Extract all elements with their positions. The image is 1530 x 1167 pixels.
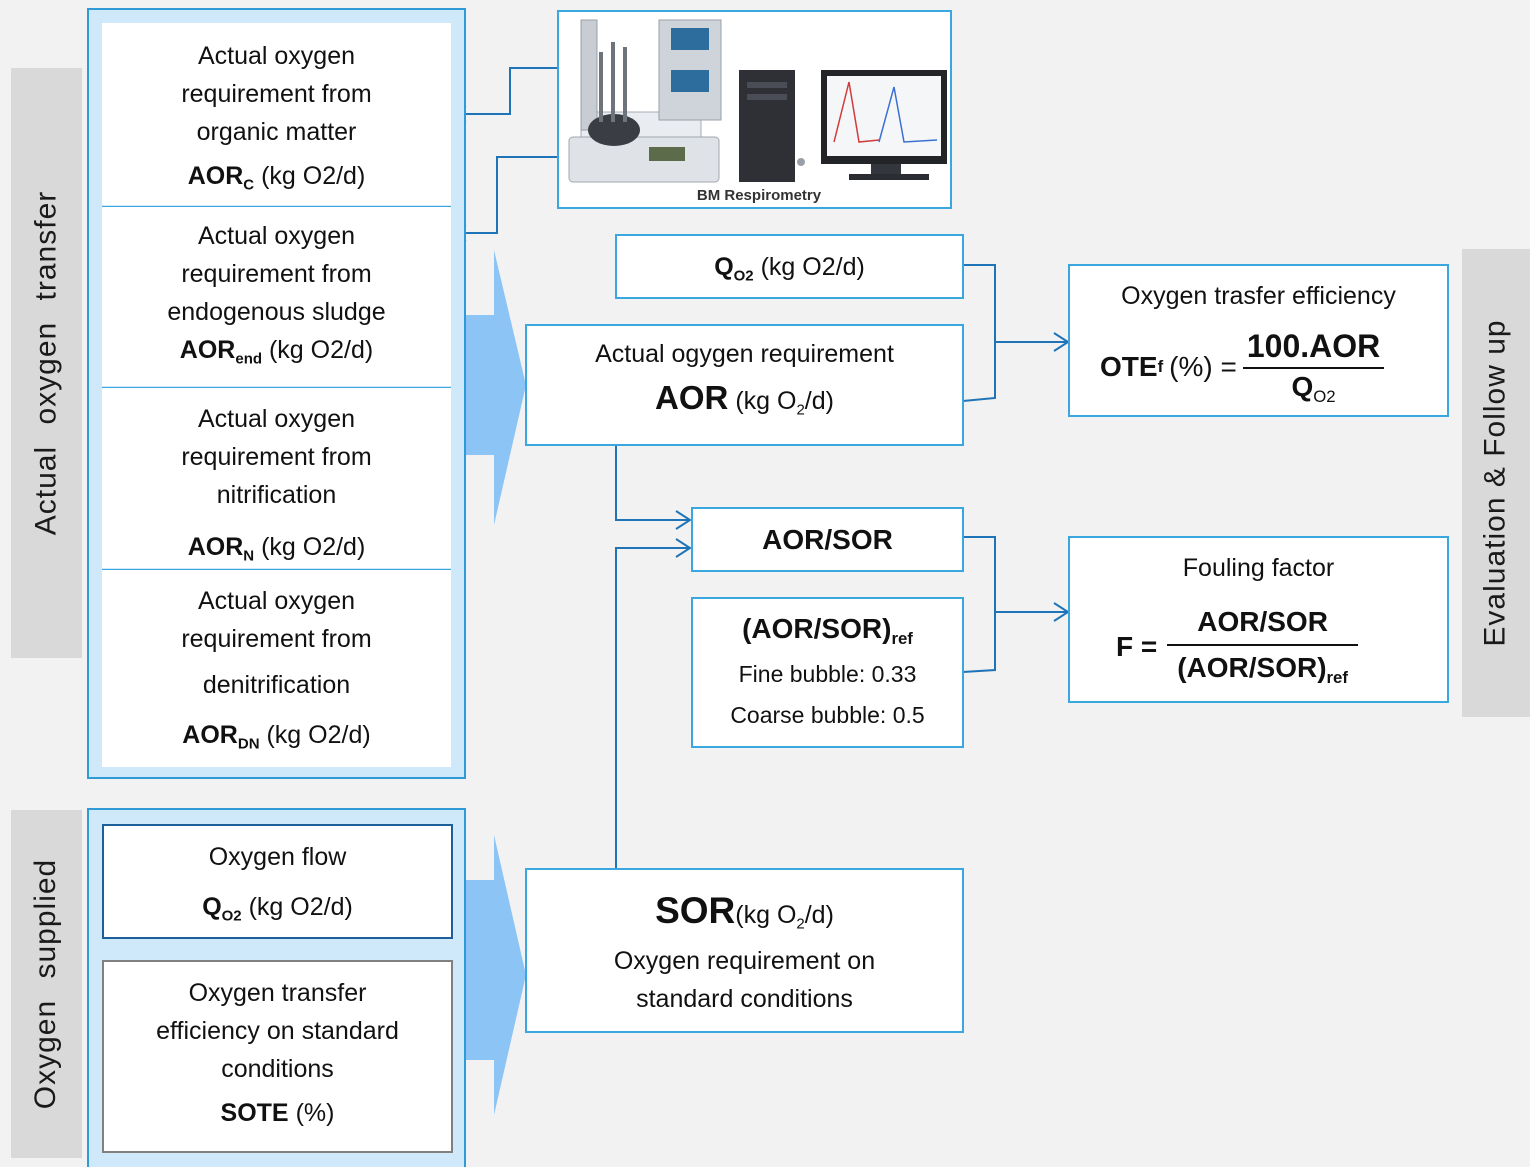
qo2-box: QO2 (kg O2/d) bbox=[615, 234, 964, 299]
connector-sor-ratio bbox=[615, 547, 690, 868]
aor-box: Actual ogygen requirement AOR (kg O2/d) bbox=[525, 324, 964, 446]
ratio-box: AOR/SOR bbox=[691, 507, 964, 572]
aor-box-title: Actual ogygen requirement bbox=[595, 340, 894, 368]
connector-resp-aorc bbox=[452, 67, 557, 115]
connector-resp-aorend bbox=[452, 156, 557, 234]
arrowhead-ratio-top bbox=[675, 510, 692, 530]
aor-n-cell: Actual oxygen requirement from nitrifica… bbox=[102, 387, 451, 568]
side-label-oxygen-supplied: Oxygen supplied bbox=[11, 810, 82, 1158]
sor-box: SOR(kg O2/d) Oxygen requirement on stand… bbox=[525, 868, 964, 1033]
sor-symbol: SOR(kg O2/d) bbox=[655, 890, 834, 933]
ref-ratio-box: (AOR/SOR)ref Fine bubble: 0.33 Coarse bu… bbox=[691, 597, 964, 748]
aor-end-symbol: AORend (kg O2/d) bbox=[179, 336, 374, 368]
connector-ratio-bracket bbox=[962, 536, 996, 673]
fine-bubble-value: Fine bubble: 0.33 bbox=[738, 660, 917, 687]
big-arrow-sor bbox=[466, 835, 526, 1115]
ote-title: Oxygen trasfer efficiency bbox=[1121, 282, 1396, 310]
oxygen-flow-cell: Oxygen flow QO2 (kg O2/d) bbox=[102, 824, 453, 939]
oxygen-supplied-panel: Oxygen flow QO2 (kg O2/d) Oxygen transfe… bbox=[87, 808, 466, 1167]
connector-qo2-bracket bbox=[962, 264, 996, 402]
ote-fraction: 100.AOR QO2 bbox=[1242, 328, 1385, 407]
fouling-formula: F = AOR/SOR (AOR/SOR)ref bbox=[1116, 598, 1402, 696]
aor-n-symbol: AORN (kg O2/d) bbox=[187, 533, 366, 565]
fouling-box: Fouling factor F = AOR/SOR (AOR/SOR)ref bbox=[1068, 536, 1449, 703]
arrowhead-ratio-bottom bbox=[675, 538, 692, 558]
connector-aor-ratio bbox=[615, 446, 690, 521]
side-label-evaluation: Evaluation & Follow up bbox=[1462, 249, 1530, 717]
aor-dn-symbol: AORDN (kg O2/d) bbox=[182, 721, 371, 753]
fouling-fraction: AOR/SOR (AOR/SOR)ref bbox=[1167, 606, 1358, 688]
side-label-actual-transfer: Actual oxygen transfer bbox=[11, 68, 82, 658]
sote-cell: Oxygen transfer efficiency on standard c… bbox=[102, 960, 453, 1153]
big-arrow-aor bbox=[466, 250, 526, 525]
fouling-title: Fouling factor bbox=[1182, 554, 1335, 582]
aor-dn-cell: Actual oxygen requirement from denitrifi… bbox=[102, 569, 451, 767]
sote-symbol: SOTE (%) bbox=[220, 1099, 335, 1127]
aor-c-symbol: AORC (kg O2/d) bbox=[187, 162, 366, 194]
respirometry-caption: BM Respirometry bbox=[696, 187, 822, 204]
aor-end-cell: Actual oxygen requirement from endogenou… bbox=[102, 206, 451, 386]
respirometry-illustration bbox=[568, 19, 947, 183]
aor-components-panel: Actual oxygen requirement from organic m… bbox=[87, 8, 466, 779]
oxygen-flow-symbol: QO2 (kg O2/d) bbox=[202, 893, 353, 925]
coarse-bubble-value: Coarse bubble: 0.5 bbox=[730, 701, 925, 728]
ref-ratio-label: (AOR/SOR)ref bbox=[742, 613, 913, 648]
aor-box-symbol: AOR (kg O2/d) bbox=[655, 379, 834, 419]
sor-description: Oxygen requirement on standard condition… bbox=[613, 947, 876, 1014]
aor-c-cell: Actual oxygen requirement from organic m… bbox=[102, 23, 451, 205]
respirometry-image: BM Respirometry bbox=[557, 10, 952, 209]
